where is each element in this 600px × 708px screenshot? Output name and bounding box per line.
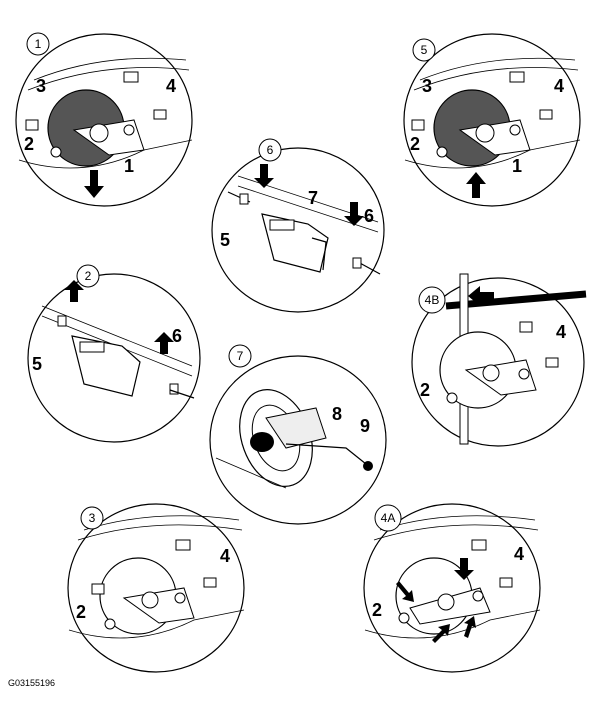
step-badge: 3 xyxy=(89,511,96,525)
callout-1: 1 xyxy=(512,156,522,176)
callout-1: 1 xyxy=(124,156,134,176)
callout-4: 4 xyxy=(514,544,524,564)
step-badge: 4A xyxy=(381,511,396,525)
callout-2: 2 xyxy=(76,602,86,622)
step-badge: 6 xyxy=(267,143,274,157)
panel-step-3: 3 4 2 xyxy=(64,500,246,676)
panel-step-5: 5 3 4 2 1 xyxy=(400,30,582,208)
callout-4: 4 xyxy=(220,546,230,566)
callout-4: 4 xyxy=(554,76,564,96)
callout-4: 4 xyxy=(556,322,566,342)
callout-6: 6 xyxy=(364,206,374,226)
callout-2: 2 xyxy=(420,380,430,400)
panel-step-4B: 4B 4 2 xyxy=(406,270,587,450)
panel-step-7: 7 8 9 xyxy=(206,344,390,528)
step-badge: 4B xyxy=(425,293,440,307)
callout-5: 5 xyxy=(220,230,230,250)
callout-9: 9 xyxy=(360,416,370,436)
step-badge: 7 xyxy=(237,349,244,363)
step-badge: 5 xyxy=(421,43,428,57)
step-badge: 1 xyxy=(35,37,42,51)
figure-code: G03155196 xyxy=(8,678,56,688)
panel-step-1: 1 3 4 2 1 xyxy=(14,30,194,208)
step-badge: 2 xyxy=(85,269,92,283)
panel-step-4A: 4A 4 2 xyxy=(360,500,542,676)
callout-2: 2 xyxy=(24,134,34,154)
panel-step-2: 2 5 6 xyxy=(22,264,202,446)
callout-6: 6 xyxy=(172,326,182,346)
callout-2: 2 xyxy=(410,134,420,154)
panel-step-6: 6 7 6 5 xyxy=(208,138,388,314)
callout-7: 7 xyxy=(308,188,318,208)
callout-2: 2 xyxy=(372,600,382,620)
callout-3: 3 xyxy=(422,76,432,96)
callout-3: 3 xyxy=(36,76,46,96)
callout-8: 8 xyxy=(332,404,342,424)
callout-4: 4 xyxy=(166,76,176,96)
callout-5: 5 xyxy=(32,354,42,374)
